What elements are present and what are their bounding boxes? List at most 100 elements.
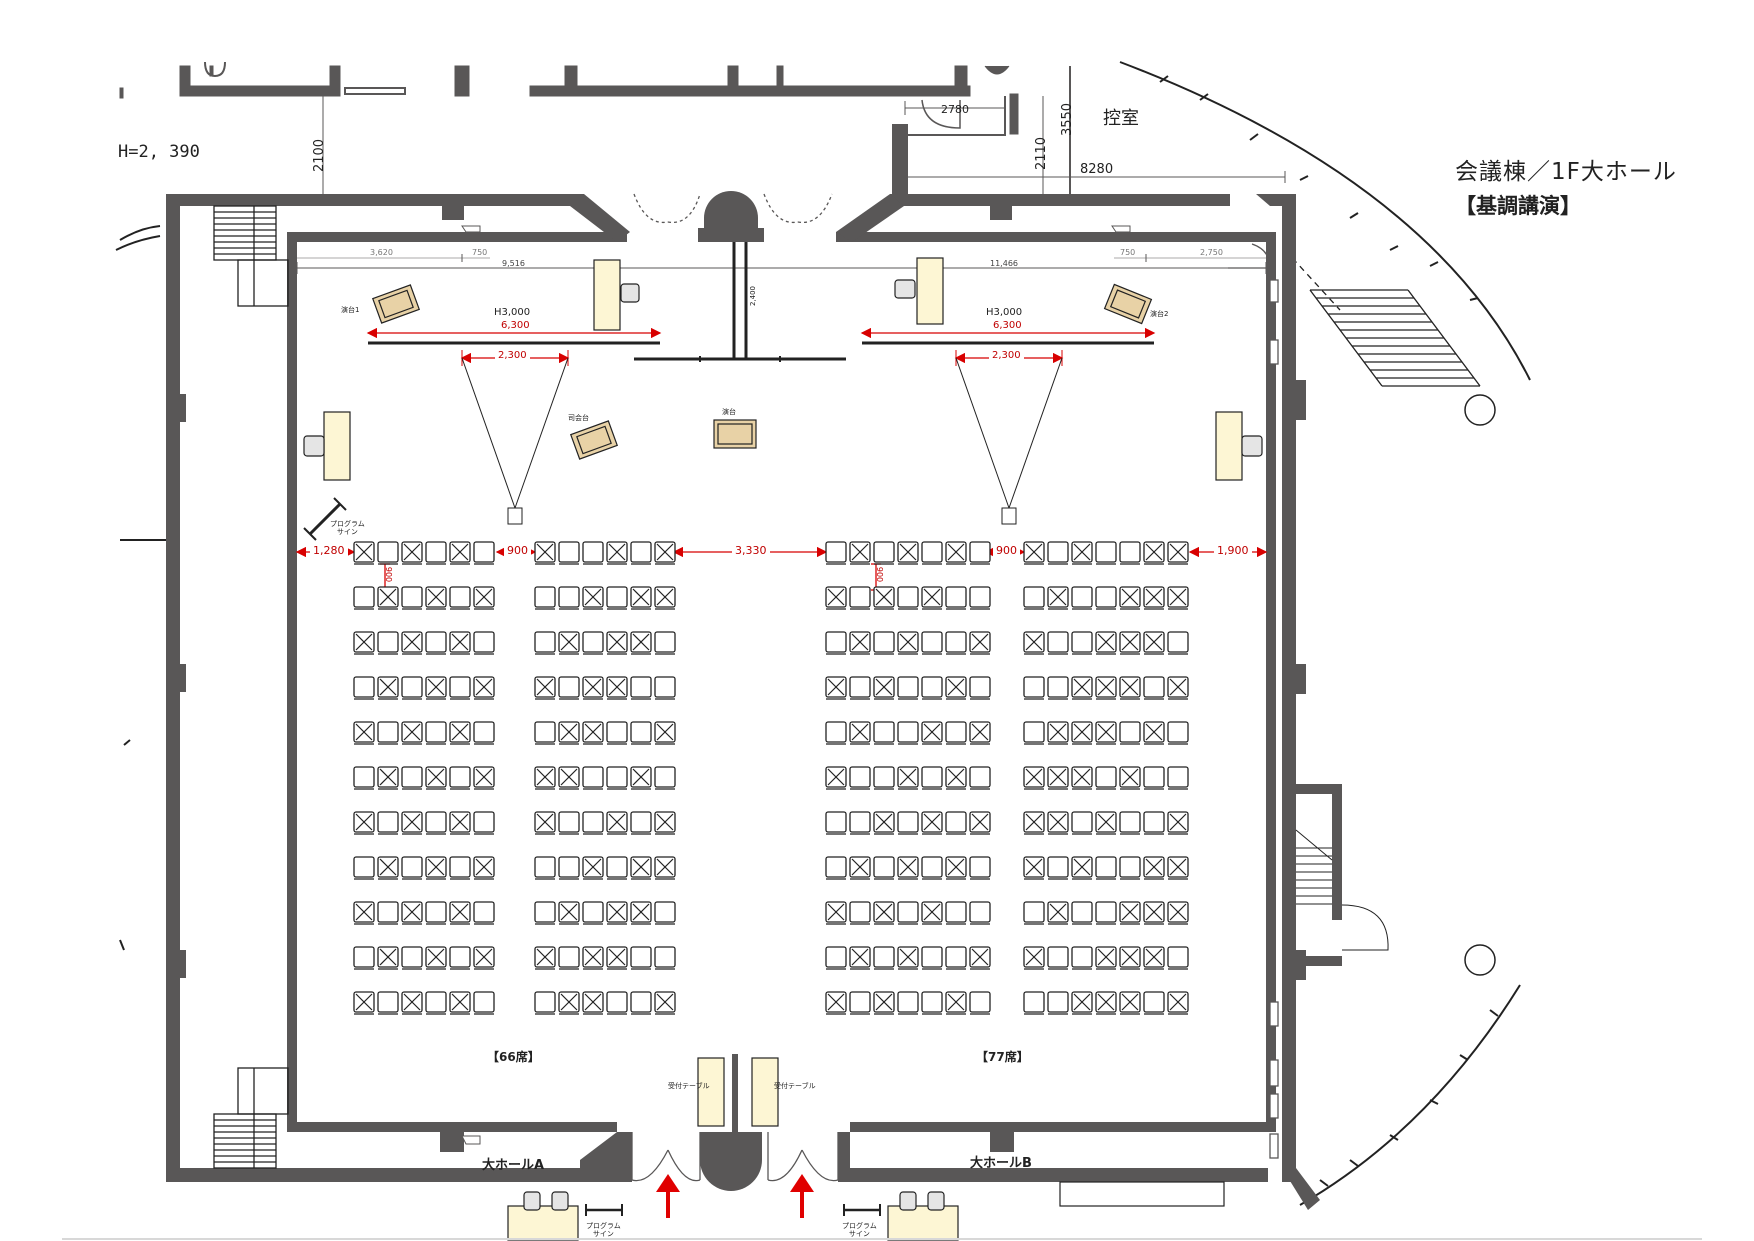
seat (1023, 586, 1045, 610)
seat (1023, 721, 1045, 745)
seat (401, 991, 423, 1015)
hall-b-label: 大ホールB (970, 1156, 1032, 1171)
seat (377, 721, 399, 745)
seat (921, 991, 943, 1015)
seat (825, 766, 847, 790)
dim-row-900-right: 900 (993, 544, 1020, 557)
seat (630, 811, 652, 835)
seat (425, 811, 447, 835)
label-reception-right: 受付テーブル (774, 1082, 816, 1090)
seat (921, 676, 943, 700)
seat (1119, 991, 1141, 1015)
seat (534, 586, 556, 610)
seat (534, 541, 556, 565)
seat (473, 541, 495, 565)
seat (897, 901, 919, 925)
seat (1167, 541, 1189, 565)
seat (873, 631, 895, 655)
seat (582, 676, 604, 700)
seat (558, 586, 580, 610)
seat (945, 766, 967, 790)
seat (945, 631, 967, 655)
seat (425, 946, 447, 970)
seat (1167, 901, 1189, 925)
seat (582, 811, 604, 835)
dim-row-3330: 3,330 (732, 544, 770, 557)
dim-2110: 2110 (1034, 136, 1050, 171)
seat (425, 856, 447, 880)
seat (353, 811, 375, 835)
dim-2780: 2780 (941, 103, 969, 116)
seat (1119, 586, 1141, 610)
seat (353, 676, 375, 700)
seat (921, 901, 943, 925)
seat (449, 586, 471, 610)
seat (654, 721, 676, 745)
seat (425, 586, 447, 610)
seat (1023, 676, 1045, 700)
seat (1095, 586, 1117, 610)
seat (582, 631, 604, 655)
seat (1047, 856, 1069, 880)
seat (849, 901, 871, 925)
seat (921, 586, 943, 610)
label-stage1: 演台1 (341, 306, 360, 314)
seat (825, 631, 847, 655)
seat (825, 721, 847, 745)
dim-row-1280: 1,280 (310, 544, 348, 557)
seat (825, 946, 847, 970)
seat (1023, 766, 1045, 790)
seat (1071, 901, 1093, 925)
seat (558, 991, 580, 1015)
seat (945, 676, 967, 700)
seat (897, 766, 919, 790)
seat (606, 811, 628, 835)
seat (1023, 991, 1045, 1015)
top-dimension-lines (296, 254, 1267, 274)
seat (425, 766, 447, 790)
seat (353, 541, 375, 565)
hall-a-label: 大ホールA (482, 1158, 545, 1173)
seat (377, 541, 399, 565)
seat (1119, 541, 1141, 565)
seat (606, 586, 628, 610)
seat (654, 901, 676, 925)
seat (1047, 541, 1069, 565)
seat (353, 991, 375, 1015)
screen-right-projection: 2,300 (989, 350, 1024, 361)
seat (606, 946, 628, 970)
seat (849, 991, 871, 1015)
seat (945, 721, 967, 745)
seat (1119, 676, 1141, 700)
seat (945, 901, 967, 925)
seat (873, 541, 895, 565)
dim-row-pitch-right: 900 (875, 566, 885, 583)
seat (654, 946, 676, 970)
seat (473, 901, 495, 925)
seat (1023, 811, 1045, 835)
screen-left-projection: 2,300 (495, 350, 530, 361)
seat (534, 901, 556, 925)
dim-top-3620: 3,620 (370, 248, 393, 257)
label-stage2: 演台2 (1150, 310, 1169, 318)
seat (1119, 901, 1141, 925)
seat (969, 856, 991, 880)
seat (534, 991, 556, 1015)
dim-top-total-right: 11,466 (990, 259, 1018, 268)
right-annex (1296, 784, 1342, 966)
seat (945, 811, 967, 835)
dim-row-1900: 1,900 (1214, 544, 1252, 557)
row-pitch-marks (380, 563, 881, 591)
seat (1143, 811, 1165, 835)
outside-reception-b (843, 1191, 959, 1241)
seat (969, 586, 991, 610)
seat (897, 811, 919, 835)
seat (401, 541, 423, 565)
label-program-sign-a: プログラム サイン (586, 1222, 621, 1238)
seat (1167, 586, 1189, 610)
seat (630, 631, 652, 655)
seat (377, 991, 399, 1015)
seat (1023, 631, 1045, 655)
seat (353, 901, 375, 925)
